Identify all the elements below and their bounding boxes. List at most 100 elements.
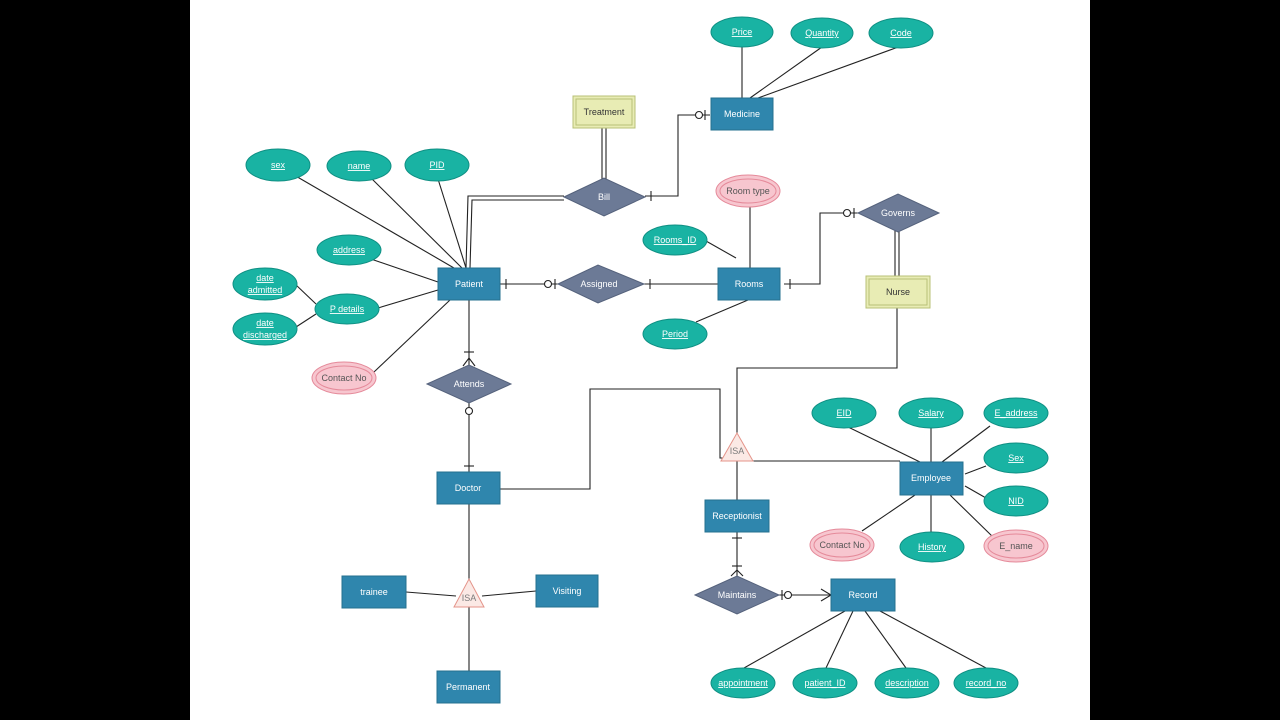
attr-address[interactable]: address: [316, 234, 382, 266]
line-sex-employee: [964, 465, 987, 475]
attr-period[interactable]: Period: [642, 318, 708, 350]
line-bill-medicine: [645, 114, 710, 197]
line-code-medicine: [757, 45, 902, 99]
attr-name[interactable]: name: [326, 150, 392, 182]
attr-history-label: History: [918, 542, 947, 552]
attr-eid-label: EID: [836, 408, 852, 418]
attr-rooms-id[interactable]: Rooms_ID: [642, 224, 708, 256]
line-address-patient: [367, 257, 439, 283]
line-recordno-record: [879, 610, 987, 669]
relationship-attends[interactable]: Attends: [425, 364, 513, 404]
attr-quantity[interactable]: Quantity: [790, 17, 854, 49]
attr-appointment[interactable]: appointment: [710, 667, 776, 699]
line-visiting-isa: [481, 590, 537, 597]
attr-employee-sex[interactable]: Sex: [983, 442, 1049, 474]
attr-patient-id-label: patient_ID: [804, 678, 846, 688]
relationship-governs[interactable]: Governs: [856, 193, 941, 233]
er-diagram: Medicine Patient Rooms Doctor Receptioni…: [232, 16, 1049, 704]
attr-record-no-label: record_no: [966, 678, 1007, 688]
attr-date-admitted-line1: date: [256, 273, 274, 283]
entity-employee-label: Employee: [911, 473, 951, 483]
line-patient-bill-a: [465, 195, 564, 269]
entity-visiting-label: Visiting: [553, 586, 582, 596]
relationship-attends-label: Attends: [454, 379, 485, 389]
er-diagram-canvas: Medicine Patient Rooms Doctor Receptioni…: [190, 0, 1090, 720]
line-nid-employee: [964, 485, 987, 499]
attr-name-label: name: [348, 161, 371, 171]
attr-date-discharged[interactable]: date discharged: [232, 312, 298, 346]
entity-record-label: Record: [848, 590, 877, 600]
attr-date-admitted-line2: admitted: [248, 285, 283, 295]
relationship-governs-label: Governs: [881, 208, 916, 218]
line-sex-patient: [293, 174, 455, 269]
entity-employee[interactable]: Employee: [899, 461, 964, 496]
attr-nid[interactable]: NID: [983, 485, 1049, 517]
attr-price-label: Price: [732, 27, 753, 37]
relationship-bill-label: Bill: [598, 192, 610, 202]
line-quantity-medicine: [749, 46, 823, 99]
attr-period-label: Period: [662, 329, 688, 339]
record-zero-mark: [783, 590, 793, 600]
attr-date-discharged-line1: date: [256, 318, 274, 328]
line-patientid-record: [825, 610, 854, 669]
weak-entity-nurse[interactable]: Nurse: [865, 275, 931, 309]
entity-record[interactable]: Record: [830, 578, 896, 612]
isa-employee-triangle[interactable]: ISA: [720, 431, 754, 462]
attr-employee-contact-no[interactable]: Contact No: [809, 528, 875, 562]
line-description-record: [864, 610, 907, 669]
line-eaddress-employee: [941, 425, 991, 463]
attr-salary[interactable]: Salary: [898, 397, 964, 429]
attr-nid-label: NID: [1008, 496, 1024, 506]
line-period-rooms: [695, 299, 749, 323]
attr-patient-id[interactable]: patient_ID: [792, 667, 858, 699]
entity-patient[interactable]: Patient: [437, 267, 501, 301]
attr-p-details[interactable]: P details: [314, 293, 380, 325]
isa-employee-label: ISA: [730, 446, 745, 456]
entity-rooms[interactable]: Rooms: [717, 267, 781, 301]
attr-pid-label: PID: [429, 160, 445, 170]
assigned-zero-mark: [543, 279, 553, 289]
relationship-maintains[interactable]: Maintains: [693, 575, 781, 615]
attr-address-label: address: [333, 245, 366, 255]
weak-entity-treatment[interactable]: Treatment: [572, 95, 636, 129]
relationship-assigned[interactable]: Assigned: [556, 264, 646, 304]
attr-history[interactable]: History: [899, 531, 965, 563]
governs-zero-mark: [842, 208, 852, 218]
entity-visiting[interactable]: Visiting: [535, 574, 599, 608]
line-trainee-isa: [405, 591, 457, 597]
entity-medicine[interactable]: Medicine: [710, 97, 774, 131]
attr-date-admitted[interactable]: date admitted: [232, 267, 298, 301]
line-pdetails-patient: [377, 289, 439, 309]
relationship-bill[interactable]: Bill: [562, 177, 647, 217]
attr-patient-contact-no[interactable]: Contact No: [311, 361, 377, 395]
line-rooms-governs: [784, 212, 858, 285]
attr-e-name[interactable]: E_name: [983, 529, 1049, 563]
attr-description[interactable]: description: [874, 667, 940, 699]
attr-record-no[interactable]: record_no: [953, 667, 1019, 699]
line-contact-employee: [861, 494, 916, 532]
attr-price[interactable]: Price: [710, 16, 774, 48]
attr-p-details-label: P details: [330, 304, 365, 314]
entity-receptionist[interactable]: Receptionist: [704, 499, 770, 533]
entity-doctor-label: Doctor: [455, 483, 482, 493]
attr-code[interactable]: Code: [868, 17, 934, 49]
line-contact-patient: [373, 299, 451, 373]
line-patient-bill-b: [469, 199, 564, 269]
attr-eid[interactable]: EID: [811, 397, 877, 429]
relationship-maintains-label: Maintains: [718, 590, 757, 600]
entity-trainee-label: trainee: [360, 587, 388, 597]
entity-trainee[interactable]: trainee: [341, 575, 407, 609]
isa-doctor-triangle[interactable]: ISA: [453, 577, 485, 608]
medicine-zero-mark: [694, 110, 704, 120]
weak-entity-nurse-label: Nurse: [886, 287, 910, 297]
entity-medicine-label: Medicine: [724, 109, 760, 119]
attr-e-address[interactable]: E_address: [983, 397, 1049, 429]
entity-receptionist-label: Receptionist: [712, 511, 762, 521]
connector-lines: [293, 45, 995, 671]
attr-pid[interactable]: PID: [404, 148, 470, 182]
attr-room-type[interactable]: Room type: [715, 174, 781, 208]
attr-code-label: Code: [890, 28, 912, 38]
attr-sex[interactable]: sex: [245, 148, 311, 182]
entity-doctor[interactable]: Doctor: [436, 471, 501, 505]
entity-permanent[interactable]: Permanent: [436, 670, 501, 704]
